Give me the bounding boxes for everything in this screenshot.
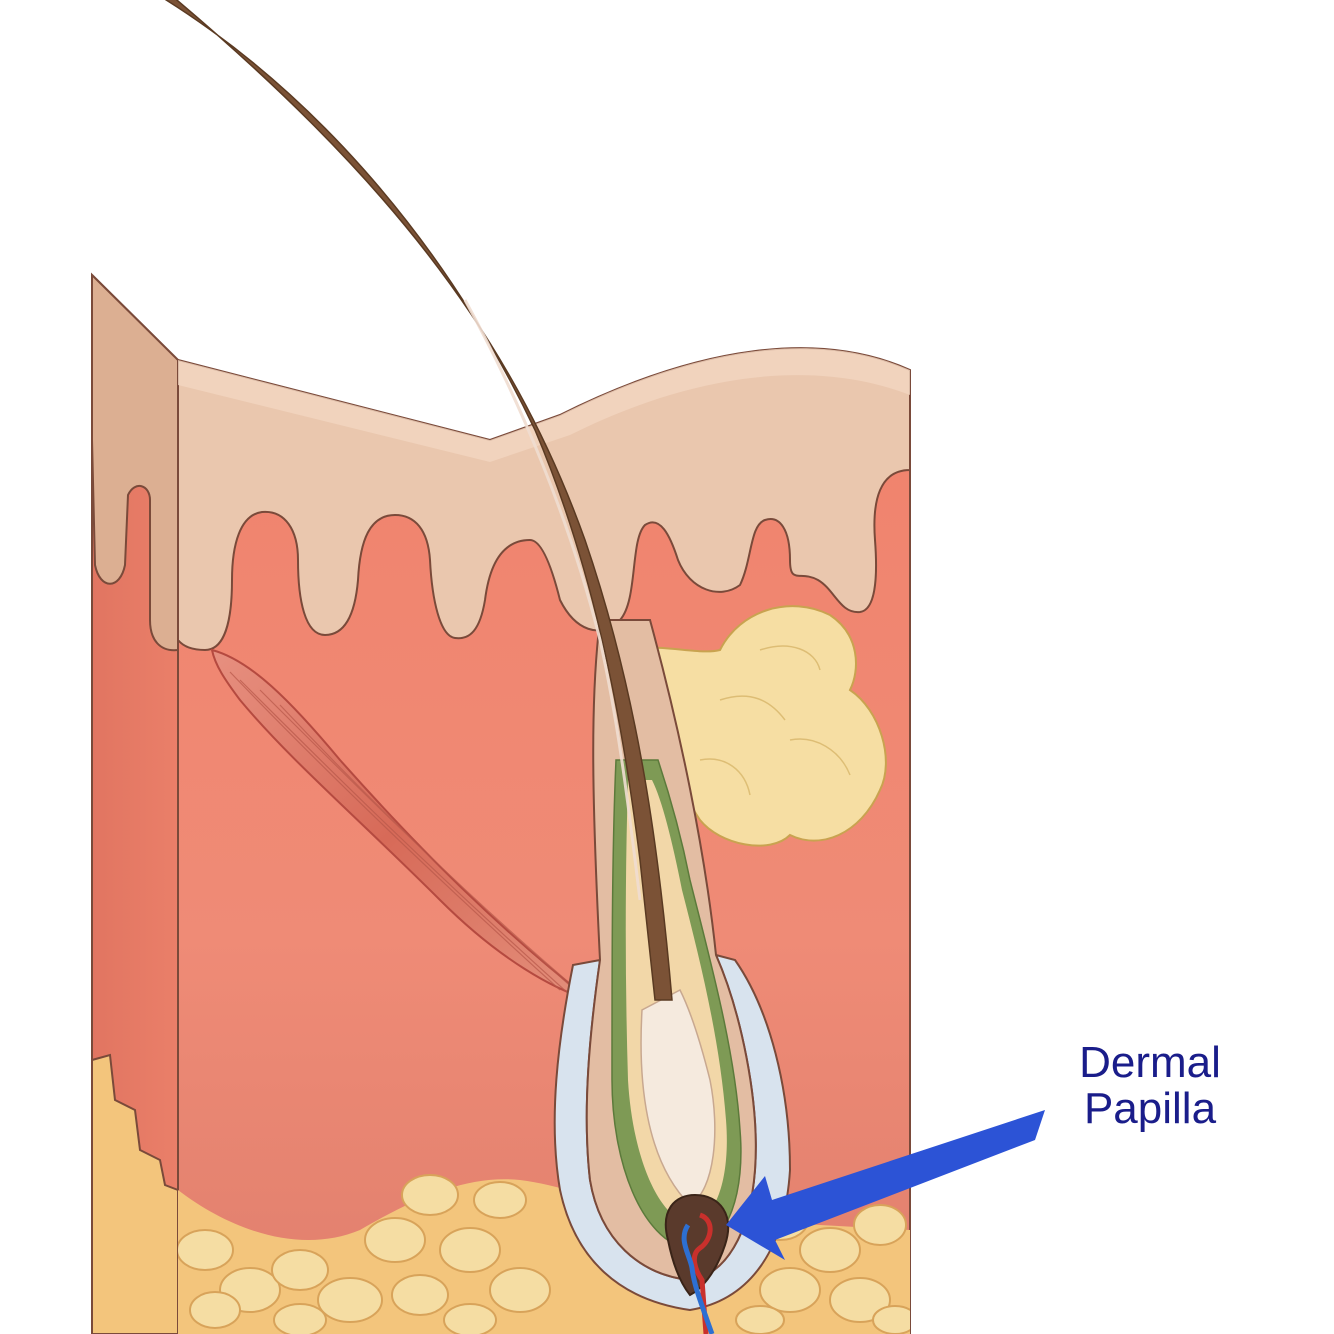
label-line-1: Dermal [1050, 1040, 1250, 1086]
label-line-2: Papilla [1050, 1086, 1250, 1132]
block-side-face [92, 275, 178, 1334]
dermal-papilla-label: Dermal Papilla [1050, 1040, 1250, 1132]
